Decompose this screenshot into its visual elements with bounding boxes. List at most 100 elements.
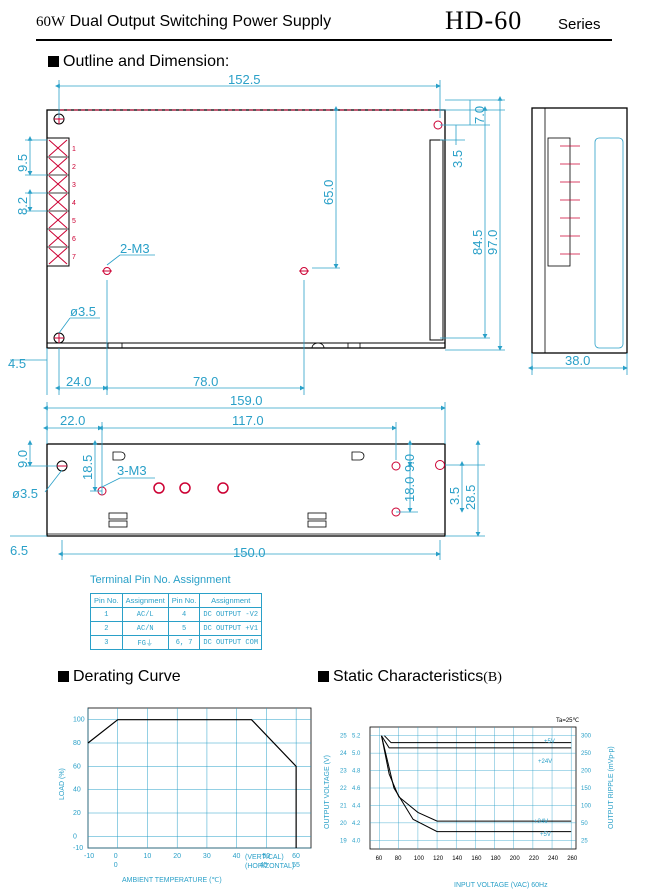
series-line <box>384 735 572 744</box>
dim-2-m3: 2-M3 <box>120 241 150 256</box>
dim-117: 117.0 <box>232 413 264 428</box>
bottom-view-labels: 159.0 22.0 117.0 9.0 18.5 3-M3 ø3.5 9.0 … <box>10 393 478 560</box>
x-tick-label: 160 <box>471 856 482 862</box>
series-line <box>381 735 572 833</box>
series-label: +5V <box>544 739 555 745</box>
pin-table: Pin No. Assignment Pin No. Assignment 1 … <box>90 593 263 650</box>
axis-suffix-horizontal: (HORIZONTAL) <box>245 863 294 870</box>
dim-28-5: 28.5 <box>463 485 478 510</box>
x-tick-label: 40 <box>233 853 241 860</box>
dim-65-0: 65.0 <box>321 180 336 205</box>
bullet-square-icon <box>48 56 59 67</box>
derating-title: Derating Curve <box>73 668 181 685</box>
dim-3-5: 3.5 <box>450 150 465 168</box>
column-header: Pin No. <box>90 593 123 608</box>
grid <box>87 708 311 849</box>
y-tick-label: 60 <box>73 763 81 770</box>
y-tick-label-ripple: 250 <box>581 751 592 757</box>
bullet-square-icon <box>58 671 69 682</box>
y-tick-label-24v: 24 <box>340 751 347 757</box>
outline-heading: Outline and Dimension: <box>48 53 229 71</box>
y-tick-label: -10 <box>73 845 83 852</box>
table-cell: 1 <box>90 607 123 622</box>
outline-drawing: 152.5 7.0 3.5 65.0 84.5 97.0 9.5 8.2 2-M… <box>8 72 628 560</box>
axis-suffix-vertical: (VERTICAL) <box>245 854 284 861</box>
svg-text:5: 5 <box>72 218 76 225</box>
y-axis-label-right: OUTPUT RIPPLE (mVp-p) <box>608 746 615 829</box>
y-tick-label-5v: 4.4 <box>352 803 361 809</box>
x-tick-label: 60 <box>376 856 383 862</box>
x-axis-label: INPUT VOLTAGE (VAC) 60Hz <box>454 882 548 889</box>
dim-18-0: 18.0 <box>402 477 417 502</box>
outline-title: Outline and Dimension: <box>63 53 230 70</box>
series-line <box>87 719 297 848</box>
table-header-row: Pin No. Assignment Pin No. Assignment <box>90 593 263 608</box>
dim-18-5: 18.5 <box>80 455 95 480</box>
table-cell: DC OUTPUT -V2 <box>199 607 263 622</box>
side-view-dimensions <box>528 353 628 375</box>
y-tick-label-5v: 5.2 <box>352 734 361 740</box>
plot-frame <box>87 707 312 849</box>
table-row: 1 AC/L 4 DC OUTPUT -V2 <box>90 607 263 622</box>
bottom-view-outline <box>46 443 446 537</box>
side-view-outline <box>531 107 628 354</box>
table-cell: 5 <box>167 621 201 636</box>
y-tick-label-ripple: 100 <box>581 803 592 809</box>
dim-hole: ø3.5 <box>70 304 96 319</box>
y-tick-label-5v: 4.6 <box>352 786 361 792</box>
series-label: Series <box>558 16 601 33</box>
dim-97-0: 97.0 <box>485 230 500 255</box>
y-tick-label-24v: 20 <box>340 821 347 827</box>
x-tick-label: 220 <box>529 856 540 862</box>
side-view <box>531 107 628 354</box>
table-cell: DC OUTPUT COM <box>199 635 263 650</box>
top-view <box>46 109 446 349</box>
y-tick-label: 20 <box>73 810 81 817</box>
dim-9-0a: 9.0 <box>15 450 30 468</box>
table-cell: 4 <box>167 607 201 622</box>
y-tick-label-ripple: 25 <box>581 838 588 844</box>
dim-hole-bottom: ø3.5 <box>12 486 38 501</box>
x-tick-label: 100 <box>414 856 425 862</box>
derating-heading: Derating Curve <box>58 668 181 686</box>
table-cell: AC/L <box>121 607 169 622</box>
y-axis-label: LOAD (%) <box>59 768 66 800</box>
bottom-view-dimensions <box>10 402 485 560</box>
y-tick-label-ripple: 300 <box>581 734 592 740</box>
series-line <box>381 735 572 749</box>
dim-22: 22.0 <box>60 413 85 428</box>
series-label: +24V <box>538 759 552 765</box>
y-tick-label: 40 <box>73 787 81 794</box>
x-tick-label: 10 <box>143 853 151 860</box>
table-cell: DC OUTPUT +V1 <box>199 621 263 636</box>
column-header: Pin No. <box>167 593 201 608</box>
dim-6-5: 6.5 <box>10 543 28 558</box>
y-tick-label-5v: 5.0 <box>352 751 361 757</box>
dim-3-m3: 3-M3 <box>117 463 147 478</box>
series-label: +24V <box>534 819 548 825</box>
x-tick-label: 30 <box>203 853 211 860</box>
x-tick-label: 180 <box>491 856 502 862</box>
x-tick-label: 50 <box>262 853 270 860</box>
x-tick-label: 240 <box>548 856 559 862</box>
y-tick-label-24v: 23 <box>340 769 347 775</box>
x-tick-label: 0 <box>114 853 118 860</box>
svg-text:3: 3 <box>72 182 76 189</box>
y-tick-label-ripple: 200 <box>581 769 592 775</box>
terminal-numbers: 1 2 3 4 5 6 7 <box>72 146 76 261</box>
x-tick-label: -10 <box>84 853 94 860</box>
series-group: +5V+24V+24V+5V <box>381 735 572 838</box>
y-tick-label: 100 <box>73 717 85 724</box>
x-tick-label-horizontal: 0 <box>114 862 118 869</box>
svg-text:1: 1 <box>72 146 76 153</box>
x-tick-label: 120 <box>433 856 444 862</box>
y-tick-label-5v: 4.8 <box>352 769 361 775</box>
static-suffix: (B) <box>483 670 502 685</box>
top-view-dimensions <box>10 80 505 395</box>
ambient-note: Ta=25℃ <box>556 718 580 724</box>
table-cell: AC/N <box>121 621 169 636</box>
dim-9-0b: 9.0 <box>402 454 417 472</box>
dim-24-0: 24.0 <box>66 374 91 389</box>
